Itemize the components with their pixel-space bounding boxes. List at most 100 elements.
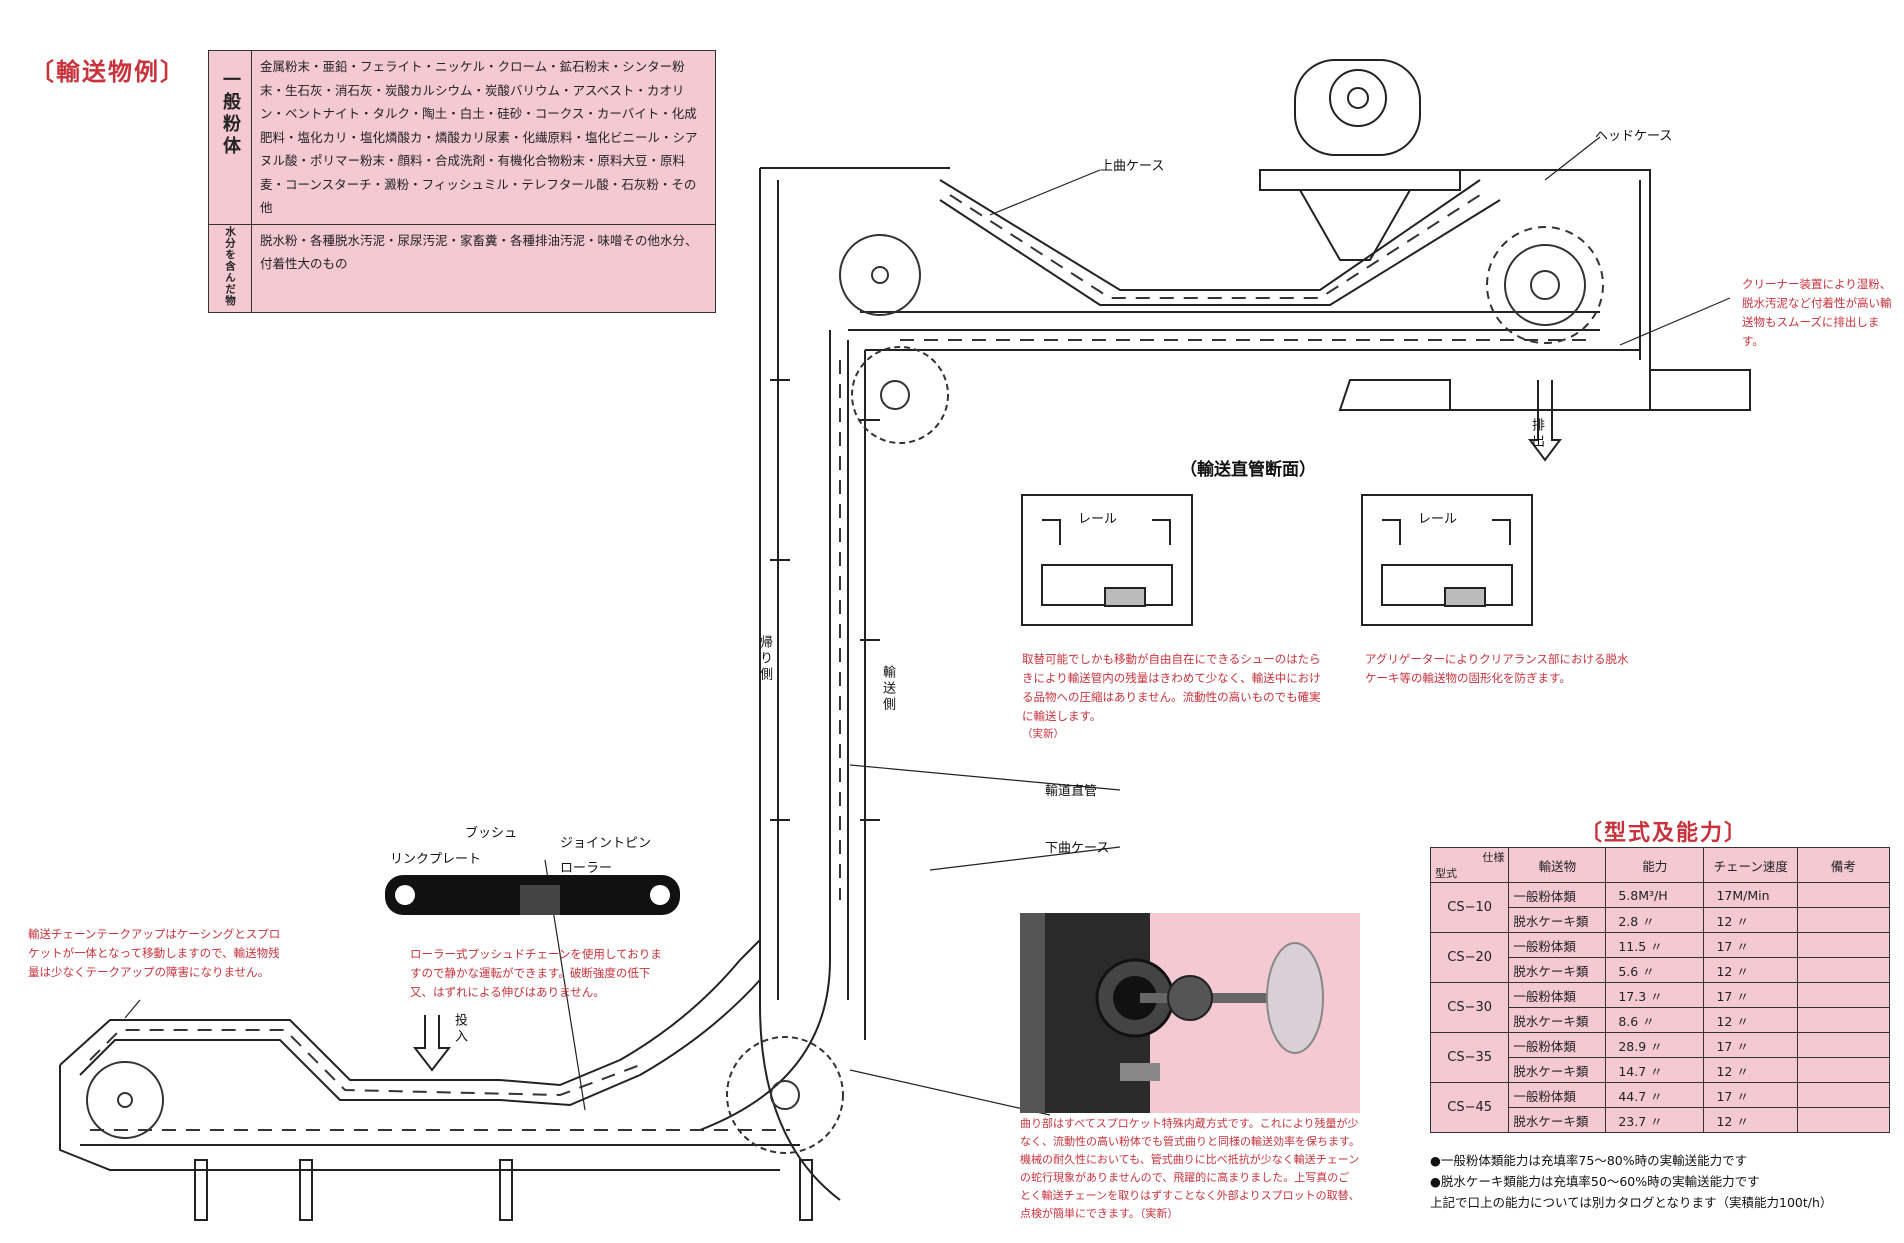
section-left <box>1021 494 1193 626</box>
sprocket-takeup <box>86 1061 164 1139</box>
spec-header-spec: 仕様 <box>1482 851 1505 864</box>
spec-cell-remarks <box>1796 957 1891 983</box>
spec-cell-remarks <box>1796 932 1891 958</box>
sprocket-lower-bend <box>726 1036 844 1154</box>
spec-cell-speed: 17 〃 <box>1703 982 1798 1008</box>
spec-cell-remarks <box>1796 882 1891 908</box>
spec-cell-speed: 12 〃 <box>1703 957 1798 983</box>
category-label: 一般粉体 <box>220 70 241 158</box>
label-joint-pin: ジョイントピン <box>560 836 652 851</box>
spec-header-remarks: 備考 <box>1796 847 1891 883</box>
photo-caption: 曲り部はすべてスプロケット特殊内蔵方式です。これにより残量が少なく、流動性の高い… <box>1020 1117 1360 1220</box>
category-cell: 水分を含んだ物 <box>208 223 252 313</box>
spec-cell-material: 一般粉体類 <box>1508 982 1607 1008</box>
spec-model-name: CS−35 <box>1429 1032 1510 1083</box>
spec-cell-speed: 17 〃 <box>1703 1032 1798 1058</box>
spec-header-model: 型式 <box>1435 867 1457 880</box>
spec-model-name: CS−20 <box>1429 932 1510 983</box>
spec-header-capacity: 能力 <box>1605 847 1705 883</box>
spec-cell-material: 一般粉体類 <box>1508 1082 1607 1108</box>
casing-outline <box>59 59 1751 1221</box>
spec-cell-capacity: 14.7 〃 <box>1605 1057 1705 1083</box>
examples-heading: 〔輸送物例〕 <box>30 58 186 86</box>
cross-section-left-note: 取替可能でしかも移動が自由自在にできるシューのはたらきにより輸送管内の残量はきわ… <box>1022 652 1321 723</box>
chain-note: ローラー式プッシュドチェーンを使用しておりますので静かな運転ができます。破断強度… <box>410 947 662 999</box>
label-link-plate: リンクプレート <box>390 852 482 867</box>
spec-cell-speed: 12 〃 <box>1703 1107 1798 1133</box>
spec-cell-remarks <box>1796 1032 1891 1058</box>
spec-model-name: CS−10 <box>1429 882 1510 933</box>
spec-header-material: 輸送物 <box>1508 847 1607 883</box>
spec-cell-speed: 12 〃 <box>1703 1057 1798 1083</box>
spec-notes: ●一般粉体類能力は充填率75〜80%時の実輸送能力です ●脱水ケーキ類能力は充填… <box>1430 1150 1900 1213</box>
spec-cell-remarks <box>1796 1007 1891 1033</box>
chain-links <box>89 194 1590 1131</box>
spec-cell-capacity: 17.3 〃 <box>1605 982 1705 1008</box>
spec-note: ●脱水ケーキ類能力は充填率50〜60%時の実輸送能力です <box>1430 1174 1760 1189</box>
section-right <box>1361 494 1533 626</box>
spec-cell-material: 一般粉体類 <box>1508 932 1607 958</box>
label-return-side: 帰り側 <box>757 635 772 683</box>
spec-heading: 〔型式及能力〕 <box>1580 821 1749 846</box>
spec-cell-speed: 12 〃 <box>1703 1007 1798 1033</box>
leader-lines <box>124 136 1731 1116</box>
spec-cell-material: 脱水ケーキ類 <box>1508 907 1607 933</box>
spec-note: 上記で口上の能力については別カタログとなります（実積能力100t/h） <box>1430 1195 1833 1210</box>
spec-cell-speed: 17 〃 <box>1703 932 1798 958</box>
spec-cell-material: 脱水ケーキ類 <box>1508 1007 1607 1033</box>
spec-cell-material: 一般粉体類 <box>1508 1032 1607 1058</box>
category-cell: 一般粉体 <box>208 50 252 225</box>
sprocket-upper-bend <box>851 346 949 444</box>
spec-cell-material: 一般粉体類 <box>1508 882 1607 908</box>
label-head-case: ヘッドケース <box>1595 129 1673 144</box>
spec-cell-capacity: 5.6 〃 <box>1605 957 1705 983</box>
spec-cell-material: 脱水ケーキ類 <box>1508 1107 1607 1133</box>
spec-cell-material: 脱水ケーキ類 <box>1508 957 1607 983</box>
spec-cell-speed: 17 〃 <box>1703 1082 1798 1108</box>
rail-label-left: レール <box>1078 512 1118 527</box>
sprocket-head <box>1504 244 1586 326</box>
spec-cell-remarks <box>1796 907 1891 933</box>
label-lower-bend: 下曲ケース <box>1045 841 1110 856</box>
spec-header-speed: チェーン速度 <box>1703 847 1798 883</box>
examples-row-wet: 水分を含んだ物 脱水粉・各種脱水汚泥・尿尿汚泥・家畜糞・各種排油汚泥・味噌その他… <box>208 223 716 313</box>
label-straight-pipe: 輸道直管 <box>1045 784 1098 799</box>
takeup-note: 輸送チェーンテークアップはケーシングとスプロケットが一体となって移動しますので、… <box>28 927 281 979</box>
cleaner-note: クリーナー装置により湿粉、脱水汚泥など付着性が高い輸送物もスムーズに排出します。 <box>1742 277 1892 348</box>
spec-cell-capacity: 23.7 〃 <box>1605 1107 1705 1133</box>
label-inlet: 投入 <box>452 1013 467 1045</box>
cross-section-left-patent: （実新） <box>1022 728 1064 740</box>
spec-cell-remarks <box>1796 1082 1891 1108</box>
rail-label-right: レール <box>1418 512 1458 527</box>
label-transport-side: 輸送側 <box>880 665 895 713</box>
spec-cell-speed: 17M/Min <box>1703 882 1798 908</box>
label-bush: ブッシュ <box>465 826 518 841</box>
cross-section-right-note: アグリゲーターによりクリアランス部における脱水ケーキ等の輸送物の固形化を防ぎます… <box>1365 652 1629 685</box>
chain-illustration <box>385 875 680 915</box>
spec-note: ●一般粉体類能力は充填率75〜80%時の実輸送能力です <box>1430 1153 1748 1168</box>
spec-cell-capacity: 5.8M³/H <box>1605 882 1705 908</box>
spec-cell-capacity: 2.8 〃 <box>1605 907 1705 933</box>
spec-cell-speed: 12 〃 <box>1703 907 1798 933</box>
label-roller: ローラー <box>560 861 613 876</box>
spec-cell-capacity: 11.5 〃 <box>1605 932 1705 958</box>
spec-cell-capacity: 44.7 〃 <box>1605 1082 1705 1108</box>
label-discharge: 排出 <box>1529 418 1544 450</box>
spec-cell-capacity: 28.9 〃 <box>1605 1032 1705 1058</box>
spec-cell-material: 脱水ケーキ類 <box>1508 1057 1607 1083</box>
spec-model-name: CS−30 <box>1429 982 1510 1033</box>
items-cell: 脱水粉・各種脱水汚泥・尿尿汚泥・家畜糞・各種排油汚泥・味噌その他水分、付着性大の… <box>251 223 716 313</box>
items-cell: 金属粉末・亜鉛・フェライト・ニッケル・クローム・鉱石粉末・シンター粉末・生石灰・… <box>251 50 716 225</box>
